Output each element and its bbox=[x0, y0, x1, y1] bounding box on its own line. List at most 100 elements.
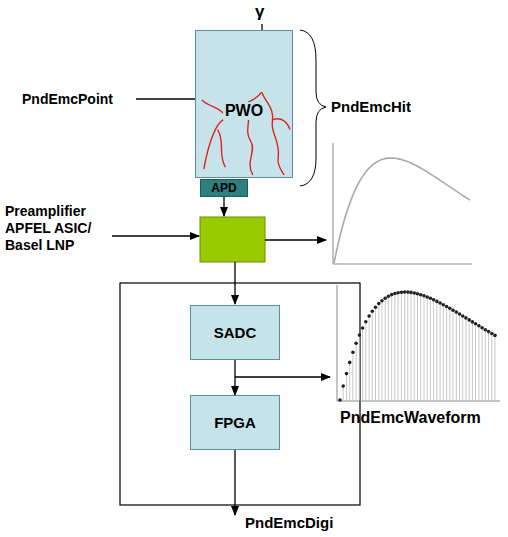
sample-dot bbox=[380, 299, 384, 303]
sample-dot bbox=[367, 314, 371, 318]
sadc-box: SADC bbox=[190, 305, 280, 360]
sample-dot bbox=[461, 314, 465, 318]
crystal-box: PWO bbox=[195, 30, 293, 178]
sample-dot bbox=[480, 326, 484, 330]
sample-stem bbox=[394, 294, 395, 401]
preamp-label: Preamplifier APFEL ASIC/ Basel LNP bbox=[5, 203, 109, 253]
sample-dot bbox=[409, 291, 413, 295]
sample-stem bbox=[401, 292, 402, 400]
sample-dot bbox=[338, 398, 342, 402]
sample-dot bbox=[455, 310, 459, 314]
sample-dot bbox=[396, 291, 400, 295]
sample-stem bbox=[362, 328, 363, 400]
sample-dot bbox=[419, 293, 423, 297]
waveform-arrow bbox=[235, 376, 330, 377]
particle-label: γ bbox=[255, 2, 264, 22]
sample-dot bbox=[442, 303, 446, 307]
sample-stem bbox=[430, 298, 431, 400]
shower-track bbox=[272, 119, 290, 130]
sample-stem bbox=[488, 332, 489, 400]
hit-label: PndEmcHit bbox=[331, 98, 411, 116]
sample-stem bbox=[369, 316, 370, 400]
sample-stem bbox=[411, 292, 412, 400]
node-text: FPGA bbox=[214, 414, 256, 431]
sample-stem bbox=[472, 322, 473, 400]
sampled-waveform bbox=[338, 290, 497, 402]
sample-stem bbox=[453, 310, 454, 400]
sample-stem bbox=[475, 324, 476, 400]
sample-stem bbox=[465, 318, 466, 400]
sample-stem bbox=[436, 301, 437, 400]
sample-dot bbox=[403, 290, 407, 294]
sample-dot bbox=[383, 296, 387, 300]
waveform-label: PndEmcWaveform bbox=[340, 408, 481, 427]
sample-dot bbox=[448, 307, 452, 311]
sample-dot bbox=[474, 322, 478, 326]
sample-stem bbox=[449, 308, 450, 400]
sample-stem bbox=[359, 335, 360, 400]
sample-dot bbox=[348, 361, 352, 365]
sample-stem bbox=[482, 328, 483, 400]
sample-dot bbox=[354, 341, 358, 345]
point-label: PndEmcPoint bbox=[22, 91, 113, 108]
sample-stem bbox=[356, 343, 357, 400]
sample-stem bbox=[424, 296, 425, 400]
sample-stem bbox=[462, 316, 463, 400]
sample-dot bbox=[371, 310, 375, 314]
sample-dot bbox=[432, 298, 436, 302]
sample-dot bbox=[406, 290, 410, 294]
flow-arrow bbox=[234, 360, 235, 395]
sample-dot bbox=[387, 294, 391, 298]
sample-dot bbox=[435, 300, 439, 304]
sample-stem bbox=[478, 326, 479, 400]
sample-stem bbox=[420, 295, 421, 400]
sample-dot bbox=[490, 332, 494, 336]
sample-dot bbox=[467, 318, 471, 322]
apd-box: APD bbox=[200, 179, 248, 197]
sample-stem bbox=[443, 305, 444, 400]
sample-dot bbox=[425, 295, 429, 299]
sample-stem bbox=[491, 334, 492, 401]
sample-dot bbox=[358, 333, 362, 337]
sample-dot bbox=[471, 320, 475, 324]
chart-axis bbox=[333, 143, 334, 264]
sample-stem bbox=[414, 293, 415, 400]
signal-arrow bbox=[265, 239, 326, 240]
sample-stem bbox=[407, 292, 408, 400]
sample-dot bbox=[345, 372, 349, 376]
sample-stem bbox=[343, 386, 344, 400]
sample-dot bbox=[477, 324, 481, 328]
sample-dot bbox=[445, 305, 449, 309]
sample-dot bbox=[351, 350, 355, 354]
digi-arrow bbox=[234, 450, 235, 515]
sample-stem bbox=[469, 320, 470, 400]
sample-stem bbox=[385, 298, 386, 400]
sample-dot bbox=[361, 326, 365, 330]
sample-stem bbox=[433, 300, 434, 400]
sample-dot bbox=[377, 302, 381, 306]
sample-dot bbox=[487, 330, 491, 334]
pulse-curve bbox=[334, 158, 470, 263]
chart-axis bbox=[337, 401, 500, 402]
fpga-box: FPGA bbox=[190, 395, 280, 450]
preamp-leader bbox=[112, 235, 199, 236]
chart-axis bbox=[337, 285, 338, 401]
sample-dot bbox=[451, 308, 455, 312]
sample-dot bbox=[390, 293, 394, 297]
sample-stem bbox=[404, 292, 405, 400]
sample-dot bbox=[413, 291, 417, 295]
preamp-box bbox=[200, 217, 265, 262]
sample-stem bbox=[375, 307, 376, 400]
node-text: PWO bbox=[223, 102, 265, 120]
sample-stem bbox=[456, 312, 457, 400]
brace bbox=[300, 30, 326, 186]
sample-stem bbox=[349, 362, 350, 400]
sample-dot bbox=[484, 328, 488, 332]
sample-stem bbox=[382, 301, 383, 400]
sample-stem bbox=[459, 314, 460, 400]
sample-stem bbox=[391, 295, 392, 400]
sample-stem bbox=[485, 330, 486, 400]
sample-stem bbox=[346, 374, 347, 400]
sample-stem bbox=[427, 297, 428, 400]
